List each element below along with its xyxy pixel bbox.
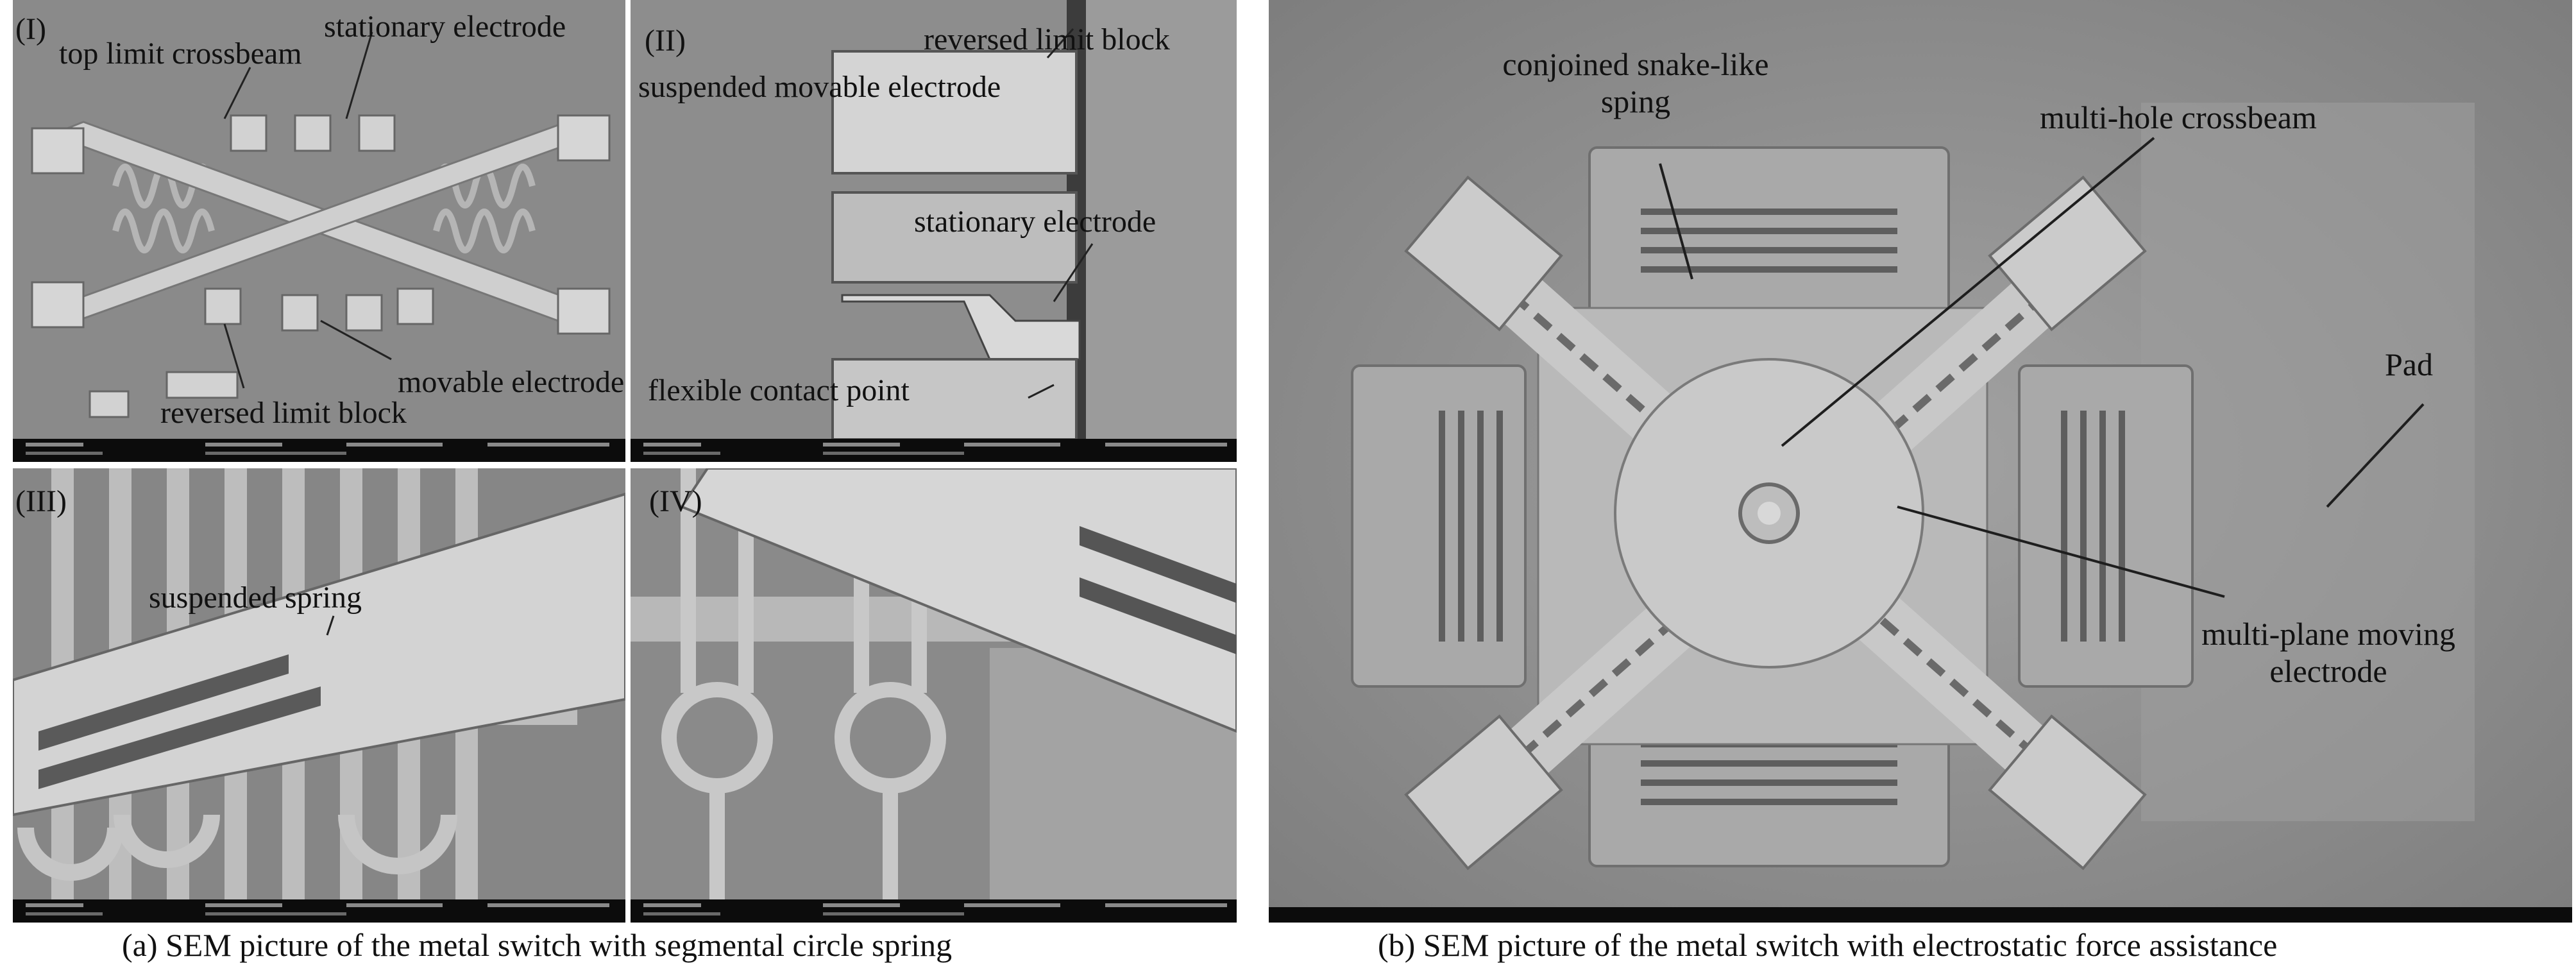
- label-suspended-spring: suspended spring: [149, 581, 362, 615]
- label-conjoined-line1: conjoined snake-like: [1502, 46, 1769, 82]
- sem-image-a-iii: [13, 468, 625, 923]
- tag-iii: (III): [15, 484, 67, 518]
- sem-info-bar: [631, 439, 1237, 462]
- label-flexible-contact-point: flexible contact point: [648, 373, 910, 407]
- sem-info-bar: [13, 899, 625, 923]
- sem-image-a-ii: [631, 0, 1237, 462]
- label-reversed-limit-block-i: reversed limit block: [160, 396, 407, 430]
- sem-image-a-iv: [631, 468, 1237, 923]
- sem-info-bar: [13, 439, 625, 462]
- label-stationary-electrode-ii: stationary electrode: [914, 205, 1157, 239]
- sem-illustration-a-iii: [13, 468, 625, 923]
- label-moving-electrode-line1: multi-plane moving: [2201, 616, 2455, 652]
- tag-iv: (IV): [649, 484, 702, 518]
- sem-info-bar: [1269, 907, 2572, 923]
- caption-panel-a: (a) SEM picture of the metal switch with…: [122, 927, 953, 963]
- label-movable-electrode: movable electrode: [398, 365, 625, 399]
- tag-ii: (II): [645, 24, 686, 58]
- label-moving-electrode-line2: electrode: [2269, 652, 2387, 689]
- caption-panel-b: (b) SEM picture of the metal switch with…: [1378, 927, 2278, 963]
- label-conjoined-line2: sping: [1600, 83, 1671, 119]
- sem-illustration-a-iv: [631, 468, 1237, 923]
- label-multi-plane-moving-electrode: multi-plane moving electrode: [2168, 616, 2489, 690]
- sem-info-bar: [631, 899, 1237, 923]
- tag-i: (I): [15, 12, 46, 46]
- sem-illustration-b: [1269, 0, 2572, 923]
- sem-image-b: [1269, 0, 2572, 923]
- sem-illustration-a-ii: [631, 0, 1237, 462]
- label-pad: Pad: [2385, 346, 2433, 382]
- label-suspended-movable-electrode: suspended movable electrode: [638, 70, 1001, 104]
- sem-illustration-a-i: [13, 0, 625, 462]
- label-stationary-electrode-i: stationary electrode: [324, 10, 566, 44]
- label-multi-hole-crossbeam: multi-hole crossbeam: [2040, 99, 2317, 135]
- sem-image-a-i: [13, 0, 625, 462]
- label-reversed-limit-block-ii: reversed limit block: [924, 22, 1170, 56]
- label-conjoined-snake-like-spring: conjoined snake-like sping: [1495, 46, 1777, 120]
- label-top-limit-crossbeam: top limit crossbeam: [59, 37, 302, 71]
